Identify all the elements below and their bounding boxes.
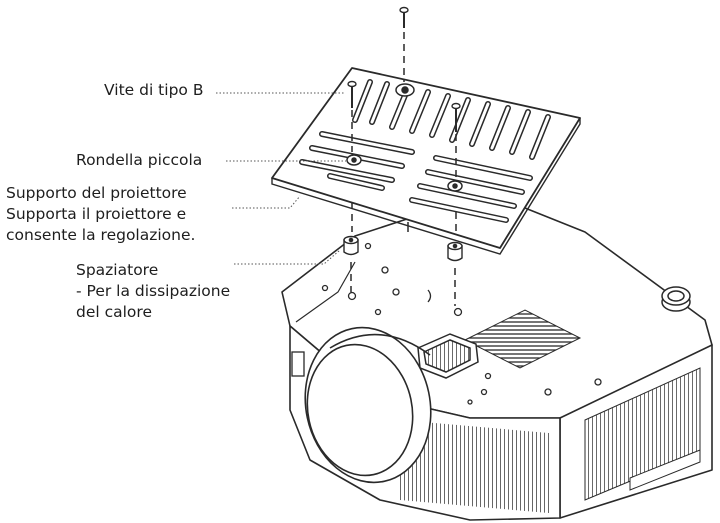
top-vent bbox=[463, 309, 582, 369]
mounting-plate bbox=[271, 67, 581, 255]
label-screw-text: Vite di tipo B bbox=[104, 81, 204, 99]
label-spacer-line3: del calore bbox=[76, 303, 152, 321]
screw-top bbox=[399, 6, 409, 28]
screw-right bbox=[451, 102, 461, 132]
label-washer-text: Rondella piccola bbox=[76, 151, 203, 169]
label-projector-support: Supporto del proiettore Supporta il proi… bbox=[6, 183, 195, 246]
focus-knob bbox=[661, 286, 691, 312]
screw-left bbox=[347, 80, 357, 108]
label-spacer-line2: - Per la dissipazione bbox=[76, 282, 231, 300]
label-spacer: Spaziatore - Per la dissipazione del cal… bbox=[76, 260, 230, 323]
spacer-left bbox=[343, 235, 359, 256]
label-spacer-line1: Spaziatore bbox=[76, 261, 159, 279]
spacer-right bbox=[447, 241, 463, 262]
label-support-line1: Supporto del proiettore bbox=[6, 184, 187, 202]
label-support-line2: Supporta il proiettore e bbox=[6, 205, 187, 223]
side-vent bbox=[400, 419, 550, 514]
label-small-washer: Rondella piccola bbox=[76, 150, 202, 171]
top-holes bbox=[321, 242, 602, 405]
label-screw-type-b: Vite di tipo B bbox=[104, 80, 203, 101]
leader-support bbox=[232, 195, 301, 209]
projector-lens bbox=[304, 326, 432, 484]
front-grille bbox=[584, 367, 701, 501]
top-handle bbox=[417, 333, 479, 379]
label-support-line3: consente la regolazione. bbox=[6, 226, 196, 244]
